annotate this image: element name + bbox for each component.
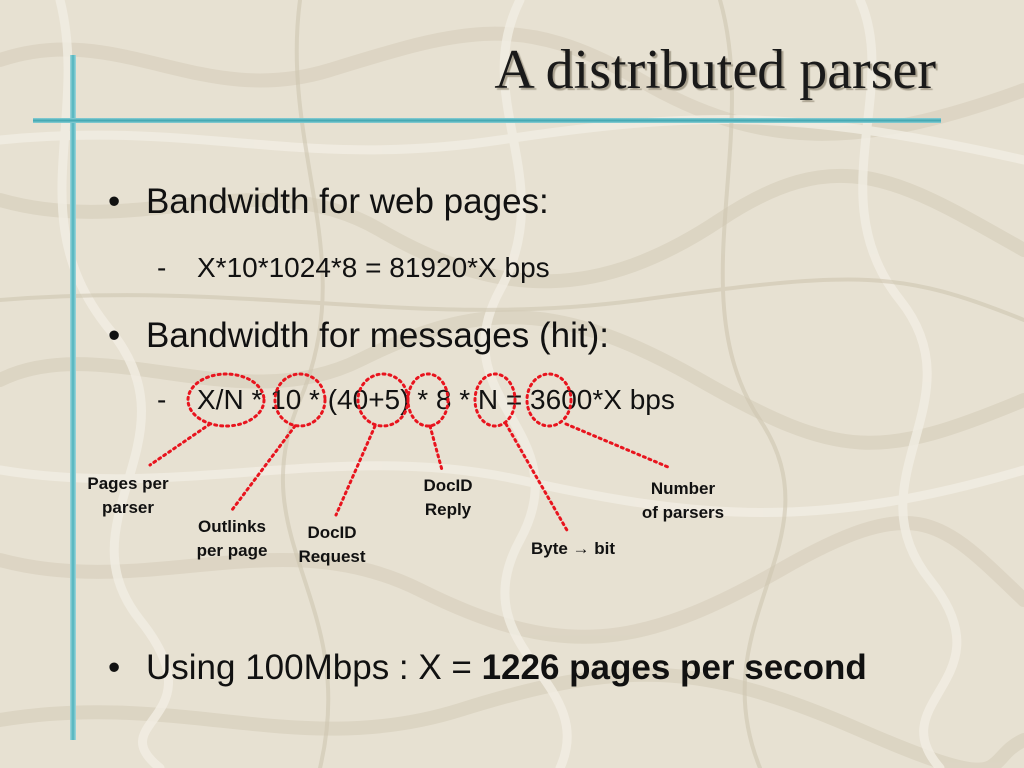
bullet-marker: • [108,182,121,221]
bullet-using-100mbps: • Using 100Mbps : X = 1226 pages per sec… [108,648,867,688]
connector-docid-reply [428,424,444,472]
label-docid-request: DocID Request [298,523,366,566]
bullet-emphasis-result: 1226 pages per second [481,648,867,687]
connector-byte-bit [504,422,570,534]
label-outlinks-per-page: Outlinks per page [196,517,268,560]
label-byte-to-bit: Byte → bit [530,539,616,558]
bullet-marker: • [108,316,121,355]
subitem-marker: - [157,252,167,283]
label-number-of-parsers: Number of parsers [641,479,725,522]
connector-outlinks [230,424,297,512]
title-underline-bar [33,118,941,123]
slide-title: A distributed parser [494,39,936,101]
label-pages-per-parser: Pages per parser [87,474,169,517]
circle-five [406,372,450,428]
bullet-text: Bandwidth for messages (hit): [146,316,609,355]
left-accent-bar [70,55,76,740]
bullet-messages: • Bandwidth for messages (hit): [108,316,609,356]
circle-x-over-n [186,372,266,428]
bullet-text: Using 100Mbps : X = [146,648,482,687]
circle-eight [473,372,517,428]
connector-number-parsers [564,422,670,469]
circle-ten [273,372,327,428]
subitem-marker: - [157,384,167,415]
label-docid-reply: DocID Reply [423,476,473,519]
circle-n [525,372,573,428]
subitem-web-pages-formula: - X*10*1024*8 = 81920*X bps [157,252,550,284]
circle-forty [356,372,410,428]
subitem-text: X*10*1024*8 = 81920*X bps [197,252,550,283]
connector-docid-request [334,424,377,517]
bullet-text: Bandwidth for web pages: [146,182,549,221]
bullet-web-pages: • Bandwidth for web pages: [108,182,549,222]
connector-pages-per-parser [148,422,212,467]
bullet-marker: • [108,648,121,687]
